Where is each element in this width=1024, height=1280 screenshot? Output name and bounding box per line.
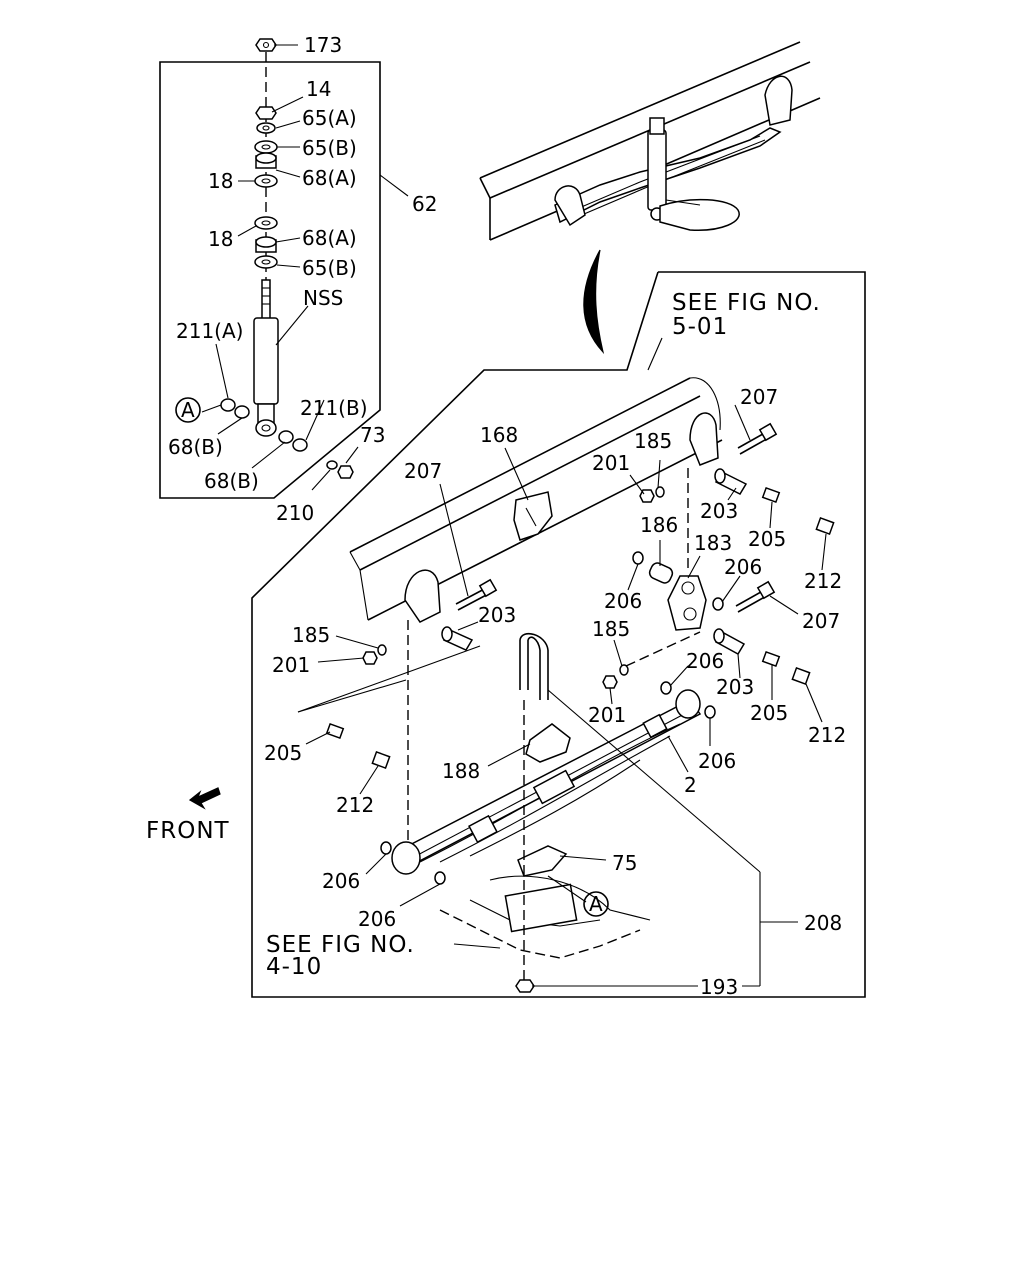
callout-185: 185	[292, 623, 330, 647]
callout-185: 185	[592, 617, 630, 641]
callout-nss: NSS	[303, 286, 343, 310]
callout-212: 212	[804, 569, 842, 593]
callout-206: 206	[686, 649, 724, 673]
axle	[439, 875, 651, 993]
u-bolt-208	[519, 632, 549, 700]
callout-14: 14	[306, 77, 331, 101]
callout-211b: 211(B)	[300, 396, 368, 420]
svg-text:A: A	[181, 398, 195, 422]
callout-62: 62	[412, 192, 437, 216]
callout-185: 185	[634, 429, 672, 453]
callout-205: 205	[750, 701, 788, 725]
callout-205: 205	[748, 527, 786, 551]
nut-173	[255, 38, 277, 52]
bolt-207-left	[455, 578, 498, 611]
direction-arrow	[583, 249, 605, 355]
reference-marker-a: A	[175, 397, 201, 423]
callout-68b: 68(B)	[204, 469, 259, 493]
callout-206: 206	[322, 869, 360, 893]
callout-68b: 68(B)	[168, 435, 223, 459]
callout-73: 73	[360, 423, 385, 447]
callout-206: 206	[724, 555, 762, 579]
callout-68a: 68(A)	[302, 166, 357, 190]
shackle-183	[667, 575, 707, 631]
callout-2: 2	[684, 773, 697, 797]
pin-203-left	[441, 626, 474, 651]
callout-193: 193	[700, 975, 738, 999]
front-indicator: FRONT	[146, 787, 230, 844]
callout-201: 201	[592, 451, 630, 475]
callout-203: 203	[478, 603, 516, 627]
reference-marker-a: A	[583, 891, 609, 917]
callout-201: 201	[272, 653, 310, 677]
bolt-207-top	[737, 422, 778, 455]
callout-18: 18	[208, 227, 233, 251]
callout-211a: 211(A)	[176, 319, 243, 343]
bracket-168	[513, 491, 553, 541]
shock-absorber-inset: 173 14 65(A) 65(B) 18 68(A) 62 18 68(A) …	[159, 33, 437, 525]
callout-206: 206	[358, 907, 396, 931]
leaf-spring-2	[391, 689, 702, 875]
see-fig-4-10-line1: SEE FIG NO.	[266, 932, 415, 958]
vehicle-overview	[479, 41, 821, 241]
main-frame	[251, 271, 866, 998]
callout-186: 186	[640, 513, 678, 537]
callout-173: 173	[304, 33, 342, 57]
callout-203: 203	[716, 675, 754, 699]
callout-201: 201	[588, 703, 626, 727]
callout-183: 183	[694, 531, 732, 555]
svg-text:A: A	[589, 892, 603, 916]
callout-206: 206	[604, 589, 642, 613]
callout-65b: 65(B)	[302, 256, 357, 280]
callout-18: 18	[208, 169, 233, 193]
callout-210: 210	[276, 501, 314, 525]
callout-205: 205	[264, 741, 302, 765]
bolt-207-right	[735, 580, 776, 613]
see-fig-5-01-line1: SEE FIG NO.	[672, 290, 821, 316]
see-fig-4-10-line2: 4-10	[266, 954, 322, 980]
callout-207: 207	[740, 385, 778, 409]
callout-203: 203	[700, 499, 738, 523]
frame-rail	[349, 377, 723, 623]
callout-65a: 65(A)	[302, 106, 357, 130]
callout-188: 188	[442, 759, 480, 783]
callout-206: 206	[698, 749, 736, 773]
pin-203-top	[714, 468, 748, 495]
callout-207: 207	[404, 459, 442, 483]
callout-75: 75	[612, 851, 637, 875]
callout-208: 208	[804, 911, 842, 935]
nut-14	[255, 106, 277, 120]
callout-212: 212	[808, 723, 846, 747]
front-label: FRONT	[146, 818, 230, 844]
main-exploded-view: 207 185 201 168 203 205 212 186 183 206 …	[251, 271, 866, 999]
bushing-186	[648, 562, 674, 584]
inset-frame	[159, 61, 381, 499]
spring-seat-75	[517, 845, 568, 877]
see-fig-5-01-line2: 5-01	[672, 314, 728, 340]
callout-68a: 68(A)	[302, 226, 357, 250]
callout-207: 207	[802, 609, 840, 633]
callout-212: 212	[336, 793, 374, 817]
callout-168: 168	[480, 423, 518, 447]
callout-65b: 65(B)	[302, 136, 357, 160]
stopper-188	[525, 723, 571, 763]
shock-absorber	[253, 279, 279, 437]
